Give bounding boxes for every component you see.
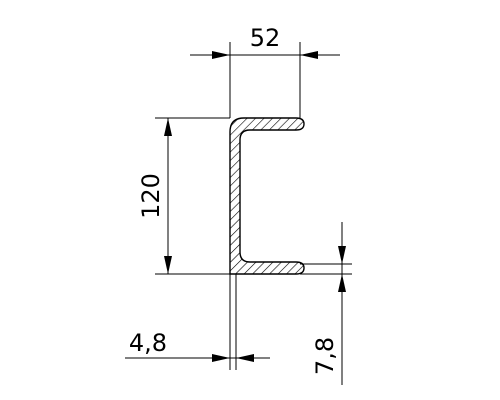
height-arrow-bottom bbox=[164, 256, 172, 274]
flange-arrow-bottom bbox=[338, 274, 346, 292]
width-arrow-left bbox=[212, 51, 230, 59]
flange-arrow-top bbox=[338, 246, 346, 264]
height-dimension: 120 bbox=[137, 117, 230, 275]
height-arrow-top bbox=[164, 118, 172, 136]
width-arrow-right bbox=[300, 51, 318, 59]
flange-thickness-dimension: 7,8 bbox=[300, 222, 352, 385]
width-dimension: 52 bbox=[190, 24, 340, 118]
web-thickness-label: 4,8 bbox=[129, 329, 167, 357]
web-thickness-dimension: 4,8 bbox=[125, 274, 270, 370]
height-label: 120 bbox=[137, 173, 165, 219]
width-label: 52 bbox=[250, 24, 281, 52]
web-arrow-left bbox=[212, 354, 230, 362]
web-arrow-right bbox=[236, 354, 254, 362]
flange-thickness-label: 7,8 bbox=[311, 337, 339, 375]
channel-section bbox=[229, 117, 305, 275]
